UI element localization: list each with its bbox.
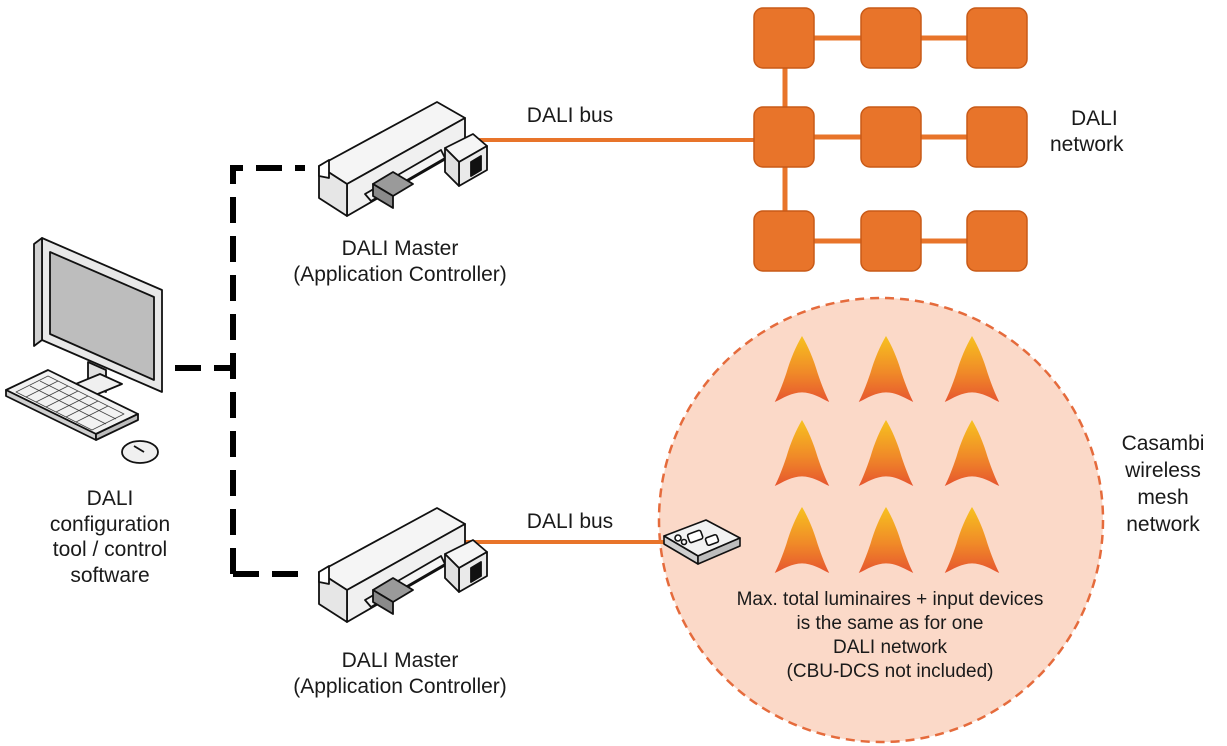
mesh-note-line: is the same as for one <box>796 612 984 634</box>
casambi-label: Casambi wireless mesh network <box>1107 431 1219 539</box>
luminaires <box>774 335 1000 574</box>
casambi-label-line: network <box>1126 512 1200 536</box>
bus-label-bottom: DALI bus <box>526 510 614 533</box>
pc-label: DALI configuration tool / control softwa… <box>40 486 180 588</box>
dali-node-icon <box>860 210 922 272</box>
master-label-line: DALI Master <box>341 649 459 672</box>
casambi-label-line: wireless <box>1125 458 1201 482</box>
dali-node-icon <box>753 106 815 168</box>
casambi-label-line: Casambi <box>1121 432 1205 455</box>
dali-node-icon <box>753 7 815 69</box>
mesh-note-line: (CBU-DCS not included) <box>786 660 994 682</box>
dali-network-label-line: DALI <box>1071 107 1118 130</box>
mesh-note-line: DALI network <box>832 636 948 658</box>
mesh-note-line: Max. total luminaires + input devices <box>736 589 1044 610</box>
master-label-line: (Application Controller) <box>293 262 507 286</box>
dali-node-icon <box>860 106 922 168</box>
dali-node-icon <box>860 7 922 69</box>
desktop-computer-icon <box>5 237 163 464</box>
master-label-line: (Application Controller) <box>293 674 507 698</box>
pc-label-line: DALI <box>86 487 134 510</box>
dali-network-nodes <box>753 7 1028 272</box>
master-label-line: DALI Master <box>341 237 459 260</box>
pc-label-line: tool / control <box>52 538 168 562</box>
dali-node-icon <box>753 210 815 272</box>
master-top-label: DALI Master (Application Controller) <box>250 236 550 287</box>
bus-label-top: DALI bus <box>526 104 614 127</box>
casambi-label-line: mesh <box>1137 485 1189 509</box>
mesh-note: Max. total luminaires + input devices is… <box>700 588 1080 684</box>
dali-network-label: DALI network <box>1050 106 1160 157</box>
master-bottom-label: DALI Master (Application Controller) <box>250 648 550 699</box>
control-links <box>175 165 305 577</box>
dali-node-icon <box>966 210 1028 272</box>
pc-label-line: software <box>70 563 150 587</box>
dali-bus-lines <box>464 138 755 544</box>
pc-label-line: configuration <box>49 512 171 536</box>
dali-node-icon <box>966 106 1028 168</box>
dali-network-label-line: network <box>1050 132 1124 156</box>
casambi-gateway-icon <box>663 519 741 565</box>
dali-master-device-icon <box>318 101 488 217</box>
dali-master-device-icon <box>318 507 488 623</box>
dali-node-icon <box>966 7 1028 69</box>
